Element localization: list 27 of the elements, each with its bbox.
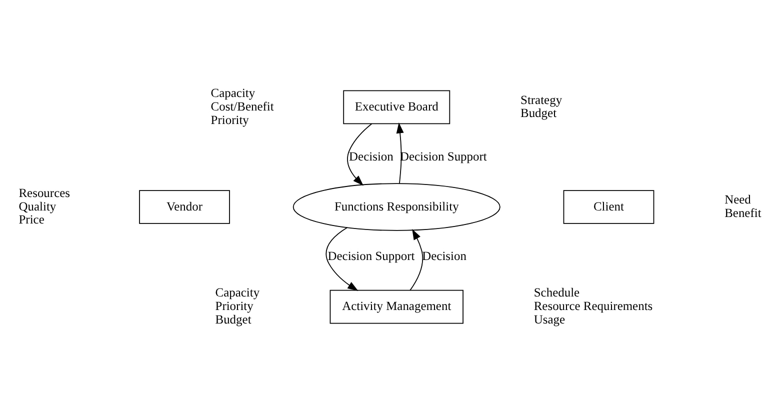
- arrow: [326, 226, 358, 290]
- node-box: Vendor: [139, 190, 230, 224]
- node-ellipse: Functions Responsibility: [292, 182, 500, 230]
- node-label: Benefit: [724, 205, 762, 220]
- node-label: Budget: [215, 312, 252, 326]
- edge-label: Decision: [422, 248, 466, 263]
- node-box: Executive Board: [343, 90, 450, 124]
- node-label: Usage: [534, 312, 566, 326]
- node-label: Priority: [210, 112, 249, 126]
- node-label: Resource Requirements: [534, 298, 653, 313]
- node-box: Activity Management: [330, 289, 464, 324]
- node-label: Schedule: [534, 285, 580, 300]
- edge-label: Decision Support: [328, 248, 415, 263]
- node-label: Priority: [215, 298, 254, 313]
- arrow: [410, 228, 424, 290]
- node-box: Client: [563, 190, 654, 224]
- node-label: Capacity: [210, 86, 256, 100]
- edge-label: Decision: [349, 148, 394, 163]
- node-label: Budget: [520, 106, 557, 120]
- node-label: Resources: [18, 185, 70, 200]
- node-label: Capacity: [215, 285, 260, 300]
- node-label: Strategy: [520, 92, 562, 106]
- node-label: Cost/Benefit: [210, 98, 274, 113]
- arrow: [347, 122, 372, 186]
- node-label: Need: [724, 192, 751, 206]
- node-label: Price: [18, 212, 44, 226]
- node-label: Quality: [18, 198, 56, 213]
